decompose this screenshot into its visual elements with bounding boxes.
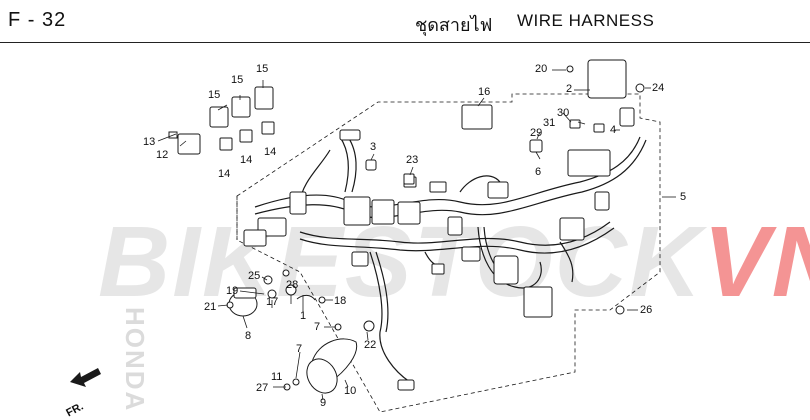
callout-29: 29 [530, 127, 543, 139]
callout-15b: 15 [231, 74, 244, 86]
callout-23: 23 [406, 154, 419, 166]
callout-17: 17 [266, 296, 279, 308]
callout-6: 6 [535, 166, 542, 178]
header-bar: F - 32 ชุดสายไฟ WIRE HARNESS [0, 0, 810, 43]
callout-2: 2 [566, 83, 573, 95]
lower-small-parts [226, 65, 645, 394]
callout-4: 4 [610, 124, 617, 136]
callout-19: 19 [226, 285, 239, 297]
callout-25: 25 [248, 270, 261, 282]
diagram-drawing [70, 59, 676, 413]
leader-lines [157, 69, 676, 401]
callout-10: 10 [344, 385, 357, 397]
callout-7a: 7 [314, 321, 321, 333]
callout-15a: 15 [208, 89, 221, 101]
parts-diagram: BIKESTOCKVN HONDA [0, 42, 810, 420]
callout-9: 9 [320, 397, 327, 409]
callout-14b: 14 [240, 154, 253, 166]
callout-31: 31 [543, 117, 556, 129]
callout-21: 21 [204, 301, 217, 313]
callout-5: 5 [680, 191, 687, 203]
callout-18: 18 [334, 295, 347, 307]
harness-connectors [243, 129, 611, 391]
callout-11: 11 [271, 371, 283, 383]
callout-8: 8 [245, 330, 252, 342]
callout-1: 1 [300, 310, 307, 322]
callout-15c: 15 [256, 63, 269, 75]
callout-22: 22 [364, 339, 377, 351]
harness-boundary-dashed [236, 93, 661, 413]
callout-14c: 14 [264, 146, 277, 158]
callout-27: 27 [256, 382, 269, 394]
callout-12: 12 [156, 149, 169, 161]
callout-26: 26 [640, 304, 653, 316]
page-code: F - 32 [8, 9, 67, 31]
callout-3: 3 [370, 141, 377, 153]
callout-14a: 14 [218, 168, 231, 180]
callout-30: 30 [557, 107, 570, 119]
callout-24: 24 [652, 82, 665, 94]
callout-7b: 7 [296, 343, 303, 355]
direction-arrow [70, 368, 101, 387]
title-english: WIRE HARNESS [517, 11, 655, 30]
callout-20: 20 [535, 63, 548, 75]
title-thai: ชุดสายไฟ [415, 15, 493, 36]
callout-28: 28 [286, 279, 299, 291]
main-harness [254, 136, 647, 383]
callout-13: 13 [143, 136, 156, 148]
callout-16: 16 [478, 86, 491, 98]
